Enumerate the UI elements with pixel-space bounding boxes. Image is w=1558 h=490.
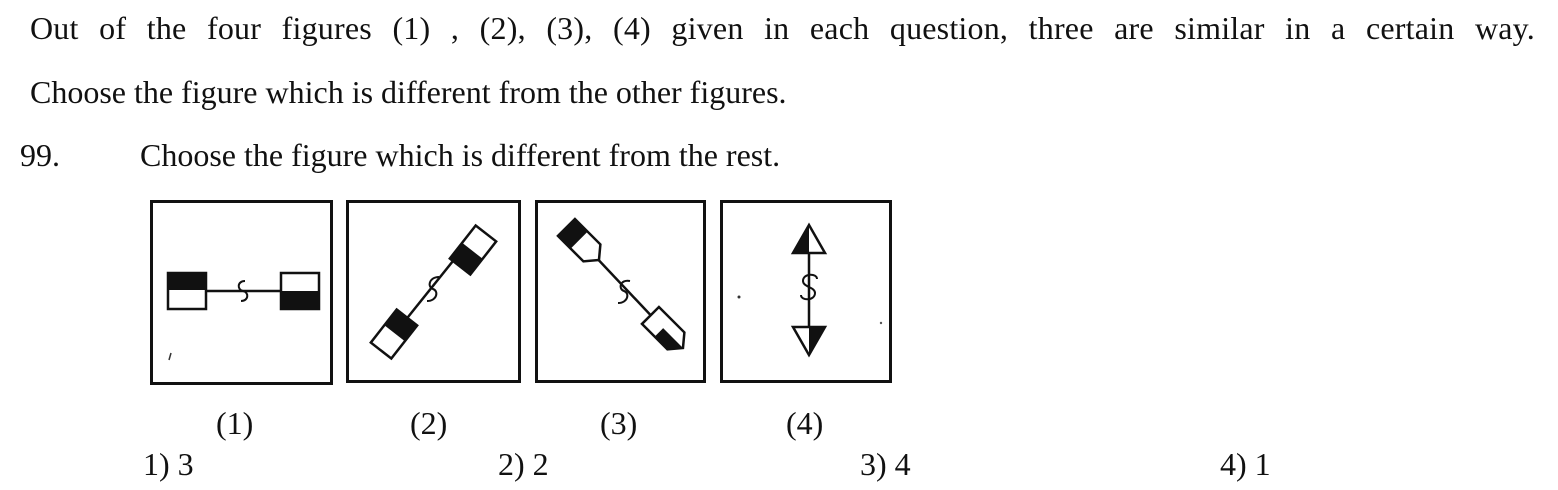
figure-1 [150, 200, 333, 385]
dumbbell-horizontal-icon [166, 271, 321, 361]
answer-option-1[interactable]: 1) 3 [143, 446, 194, 482]
figure-3-label: (3) [600, 405, 638, 441]
dumbbell-diagonal-reverse-icon [556, 217, 686, 351]
figure-4-label: (4) [786, 405, 824, 441]
instruction-line-1: Out of the four figures (1) , (2), (3), … [30, 10, 1535, 46]
figure-1-label: (1) [216, 405, 254, 441]
arrow-vertical-icon [737, 222, 883, 358]
dumbbell-diagonal-icon [369, 223, 498, 361]
figure-2 [346, 200, 521, 383]
figure-4 [720, 200, 892, 383]
figure-3 [535, 200, 706, 383]
answer-option-3[interactable]: 3) 4 [860, 446, 911, 482]
answer-option-4[interactable]: 4) 1 [1220, 446, 1271, 482]
question-text: Choose the figure which is different fro… [140, 137, 781, 173]
figure-2-label: (2) [410, 405, 448, 441]
answer-option-2[interactable]: 2) 2 [498, 446, 549, 482]
question-number: 99. [20, 137, 60, 173]
instruction-line-2: Choose the figure which is different fro… [30, 74, 787, 110]
